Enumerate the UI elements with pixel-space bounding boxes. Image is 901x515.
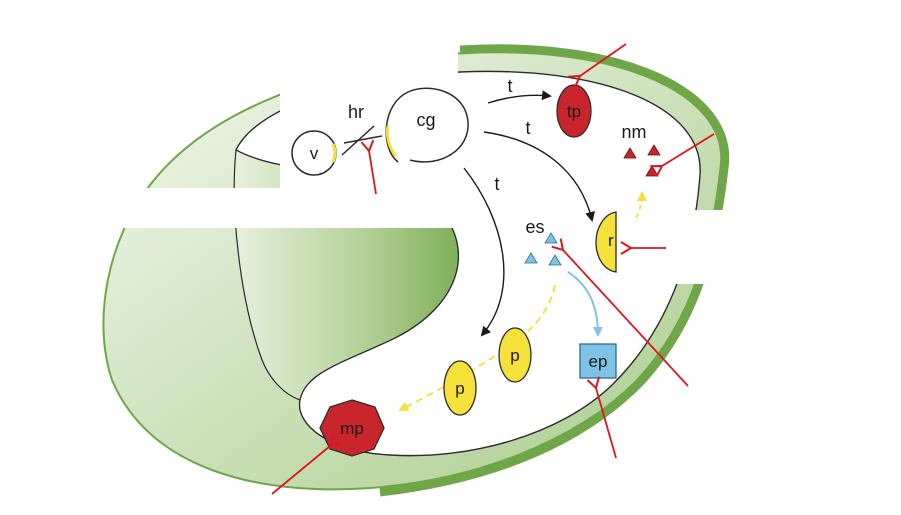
r-label: r	[608, 231, 614, 250]
occluder-right	[616, 210, 728, 284]
p2-label: p	[455, 379, 464, 398]
t-label-1: t	[507, 76, 512, 96]
protein-p-1: p	[498, 327, 532, 383]
pointer-arrow-nm	[650, 133, 715, 177]
metabolite-mp: mp	[319, 399, 385, 457]
effector-tp: tp	[556, 84, 592, 138]
occluder-left	[100, 188, 460, 228]
pointer-arrow-hr	[360, 139, 377, 195]
es-triangle	[548, 254, 562, 266]
pointer-arrow-tp	[568, 43, 627, 88]
pointer-arrow-mp	[271, 434, 342, 495]
t-label-2: t	[525, 118, 530, 138]
product-ep: ep	[579, 343, 617, 379]
nm-label: nm	[621, 122, 646, 142]
t-arrow-to-r	[483, 131, 595, 222]
cg-label: cg	[416, 110, 435, 130]
pointer-arrow-ep	[586, 376, 617, 459]
ep-label: ep	[589, 352, 608, 371]
t-label-3: t	[494, 174, 499, 194]
es-to-mp-path	[398, 284, 556, 411]
nm-triangle	[647, 144, 661, 156]
es-molecules: es	[524, 217, 562, 266]
virus-v: v	[291, 130, 337, 176]
es-to-ep-arrow	[567, 271, 603, 337]
p1-label: p	[510, 346, 519, 365]
t-arrow-to-tp	[487, 90, 552, 104]
hr-label: hr	[348, 102, 364, 122]
es-triangle	[524, 252, 538, 264]
pointer-arrow-es	[551, 238, 689, 387]
r-to-nm-arrow	[635, 191, 647, 219]
nm-triangle	[623, 147, 637, 159]
protein-p-2: p	[443, 360, 477, 416]
hr-interaction: hr	[341, 102, 383, 156]
cell-cg: cg	[385, 87, 469, 163]
receptor-r: r	[595, 211, 617, 273]
t-arrow-to-mp	[463, 167, 505, 337]
es-label: es	[525, 217, 544, 237]
mp-label: mp	[340, 419, 364, 438]
v-label: v	[310, 144, 319, 163]
tp-label: tp	[567, 102, 581, 121]
